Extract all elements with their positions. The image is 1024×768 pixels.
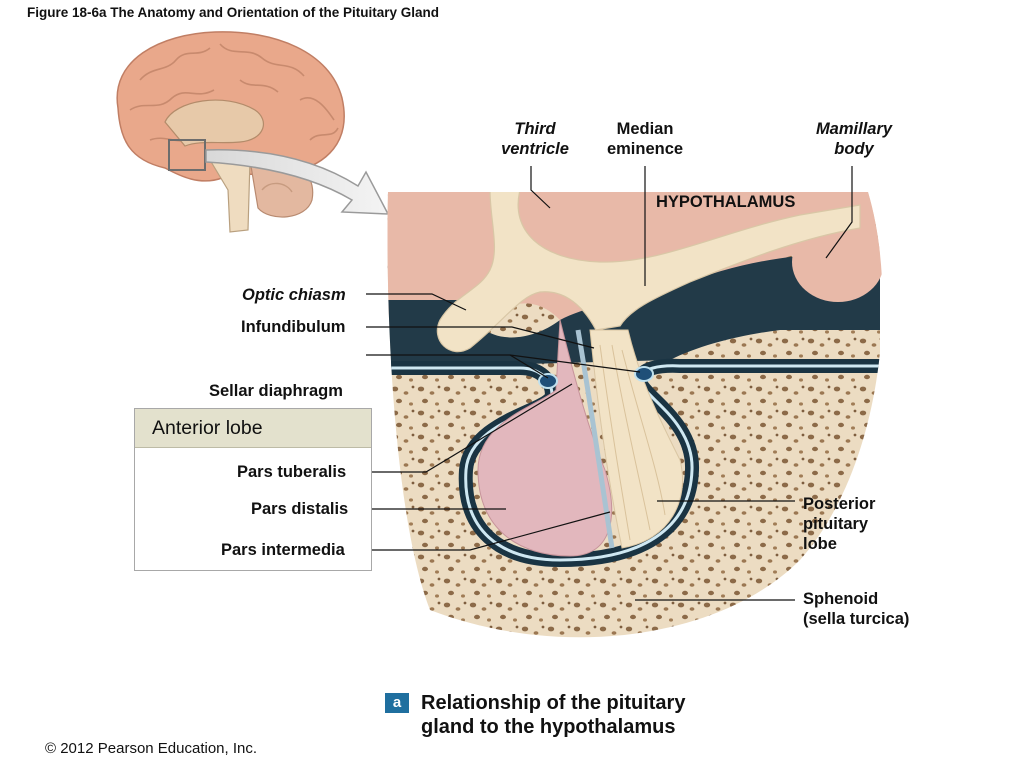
mamillary-body-line-1: Mamillary bbox=[815, 120, 893, 138]
caption-line-1: Relationship of the pituitary bbox=[421, 692, 686, 714]
infundibulum-label: Infundibulum bbox=[241, 318, 346, 336]
anterior-lobe-title: Anterior lobe bbox=[152, 417, 263, 439]
posterior-lobe-line-1: Posterior bbox=[803, 495, 876, 513]
third-ventricle-line-2: ventricle bbox=[501, 140, 569, 158]
mamillary-body-label: Mamillary body bbox=[806, 119, 902, 159]
third-ventricle-line-1: Third bbox=[514, 120, 556, 138]
third-ventricle-label: Third ventricle bbox=[492, 119, 578, 159]
figure-caption: Relationship of the pituitary gland to t… bbox=[421, 691, 685, 739]
sellar-diaphragm-label: Sellar diaphragm bbox=[209, 382, 343, 400]
posterior-lobe-line-3: lobe bbox=[803, 535, 837, 553]
anterior-lobe-header: Anterior lobe bbox=[135, 409, 371, 448]
median-eminence-label: Median eminence bbox=[598, 119, 692, 159]
copyright-notice: © 2012 Pearson Education, Inc. bbox=[45, 740, 258, 757]
section-view bbox=[387, 192, 883, 638]
sphenoid-line-1: Sphenoid bbox=[803, 590, 879, 608]
figure-title: Figure 18-6a The Anatomy and Orientation… bbox=[27, 5, 440, 20]
zoom-box bbox=[168, 139, 206, 171]
pars-distalis-label: Pars distalis bbox=[251, 500, 349, 518]
brain-thumbnail bbox=[116, 31, 345, 233]
leader-lines bbox=[362, 166, 853, 601]
pars-tuberalis-label: Pars tuberalis bbox=[237, 463, 347, 481]
median-eminence-line-2: eminence bbox=[606, 140, 684, 158]
posterior-lobe-line-2: pituitary bbox=[803, 515, 869, 533]
sphenoid-line-2: (sella turcica) bbox=[803, 610, 910, 628]
hypothalamus-label: HYPOTHALAMUS bbox=[656, 193, 796, 211]
anterior-lobe-box: Anterior lobe bbox=[134, 408, 372, 571]
median-eminence-line-1: Median bbox=[616, 120, 674, 138]
panel-badge: a bbox=[385, 693, 409, 713]
posterior-lobe-label: Posterior pituitary lobe bbox=[803, 494, 875, 554]
sphenoid-label: Sphenoid (sella turcica) bbox=[803, 589, 909, 629]
optic-chiasm-label: Optic chiasm bbox=[242, 286, 346, 304]
zoom-arrow bbox=[205, 149, 390, 215]
mamillary-body-line-2: body bbox=[834, 140, 874, 158]
caption-line-2: gland to the hypothalamus bbox=[421, 716, 676, 738]
pars-intermedia-label: Pars intermedia bbox=[221, 541, 345, 559]
